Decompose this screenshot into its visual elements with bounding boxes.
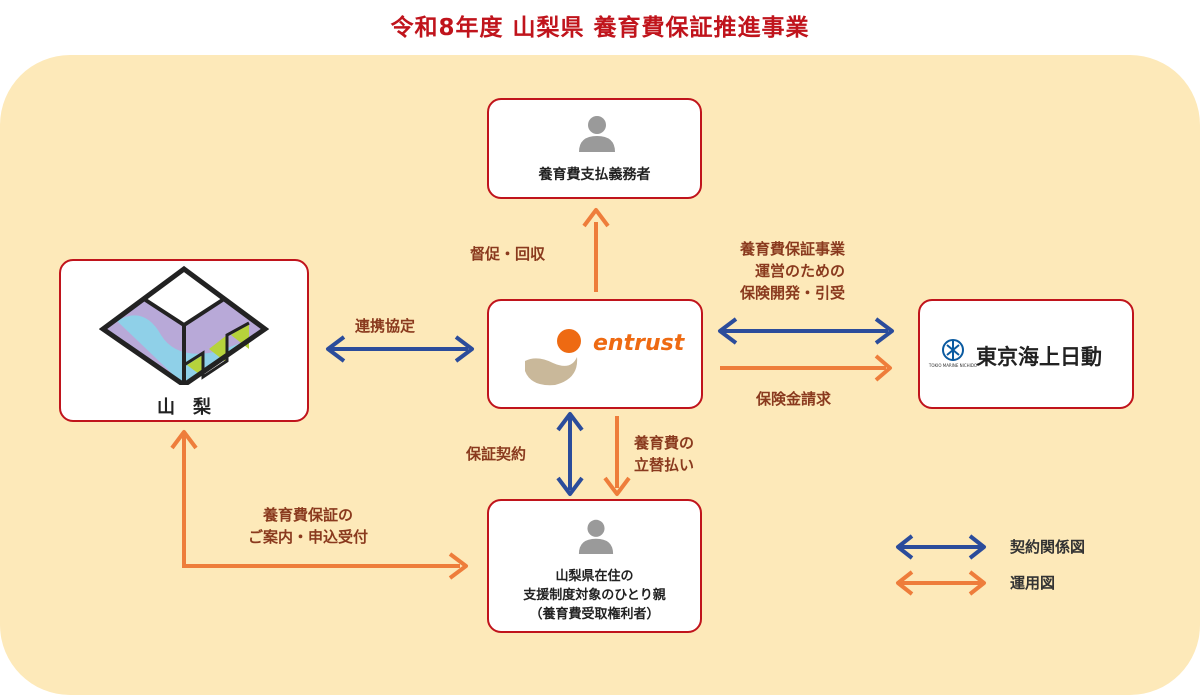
insurance-dev-label-3: 保険開発・引受	[740, 284, 846, 302]
advance-payment-arrow	[603, 416, 631, 496]
partnership-arrow	[326, 335, 474, 363]
parent-line-3: （養育費受取権利者）	[529, 607, 660, 622]
yamanashi-emblem-icon	[99, 265, 269, 385]
page-title: 令和8年度 山梨県 養育費保証推進事業	[390, 15, 810, 41]
single-parent-node: 山梨県在住の 支援制度対象のひとり親 （養育費受取権利者）	[487, 499, 702, 633]
tokio-marine-node: TOKIO MARINE NICHIDO 東京海上日動	[918, 299, 1134, 409]
insurance-contract-arrow	[718, 317, 894, 345]
collect-arrow	[582, 208, 610, 292]
insurance-dev-label-2: 運営のための	[755, 262, 846, 280]
yamanashi-label: 山 梨	[157, 397, 211, 418]
entrust-logo-icon	[525, 329, 581, 386]
guidance-arrow	[170, 430, 468, 580]
partnership-label: 連携協定	[355, 317, 416, 335]
tokio-marine-logo-text: TOKIO MARINE NICHIDO	[928, 363, 978, 368]
claim-label: 保険金請求	[756, 390, 832, 408]
entrust-label: entrust	[593, 331, 685, 356]
guarantee-label: 保証契約	[466, 445, 527, 463]
parent-line-1: 山梨県在住の	[555, 569, 634, 584]
legend-operation-arrow	[896, 570, 986, 596]
collect-label: 督促・回収	[470, 245, 546, 263]
advance-label-2: 立替払い	[634, 456, 695, 474]
legend-operation-label: 運用図	[1010, 574, 1056, 592]
legend-contract-arrow	[896, 534, 986, 560]
tokio-marine-label: 東京海上日動	[976, 345, 1102, 369]
entrust-node: entrust	[487, 299, 703, 409]
guidance-label-1: 養育費保証の	[263, 506, 354, 524]
claim-arrow	[720, 354, 892, 382]
insurance-dev-label-1: 養育費保証事業	[740, 240, 846, 258]
payer-node: 養育費支払義務者	[487, 98, 702, 199]
guarantee-arrow	[556, 412, 584, 496]
guidance-label-2: ご案内・申込受付	[248, 528, 369, 546]
parent-line-2: 支援制度対象のひとり親	[523, 588, 666, 603]
yamanashi-node: 山 梨	[59, 259, 309, 422]
person-icon	[579, 116, 615, 152]
tokio-marine-logo-icon	[942, 339, 964, 361]
arrows-layer	[170, 208, 986, 596]
person-icon	[578, 519, 614, 554]
advance-label-1: 養育費の	[634, 434, 695, 452]
legend-contract-label: 契約関係図	[1010, 538, 1086, 556]
payer-label: 養育費支払義務者	[538, 167, 651, 183]
